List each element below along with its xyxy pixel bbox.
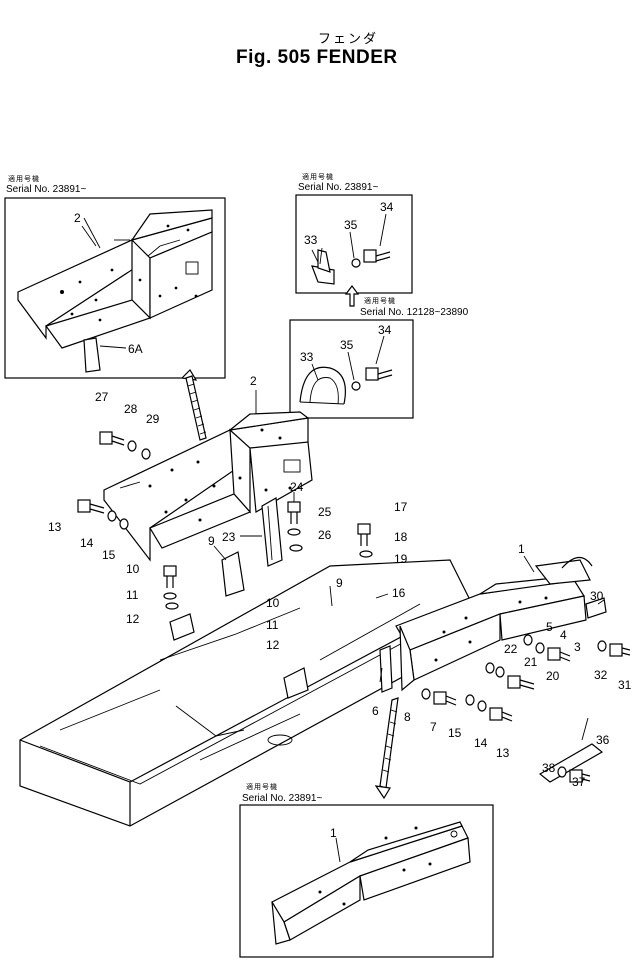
inset-frame-top-left bbox=[4, 197, 226, 379]
callout-33-lower: 33 bbox=[300, 350, 314, 364]
fastener-31-32 bbox=[597, 640, 631, 657]
inset-top-right-lower-applicable: 適用号機 bbox=[364, 298, 396, 305]
callout-14-left: 14 bbox=[80, 536, 94, 550]
inset-bottom-applicable: 適用号機 bbox=[246, 784, 278, 791]
callout-10-right: 10 bbox=[266, 596, 280, 610]
inset-frame-top-right-lower bbox=[289, 319, 414, 419]
callout-22: 22 bbox=[504, 642, 518, 656]
callout-18: 18 bbox=[394, 530, 408, 544]
inset-top-left-applicable: 適用号機 bbox=[8, 176, 40, 183]
callout-16: 16 bbox=[392, 586, 406, 600]
page-title: Fig. 505 FENDER bbox=[236, 47, 398, 68]
callout-14-right: 14 bbox=[474, 736, 488, 750]
callout-30: 30 bbox=[590, 589, 604, 603]
callout-12-left: 12 bbox=[126, 612, 140, 626]
bracket-23 bbox=[261, 497, 283, 567]
callout-1-inset: 1 bbox=[330, 826, 337, 840]
callout-11-left: 11 bbox=[126, 588, 139, 602]
callout-32: 32 bbox=[594, 668, 608, 682]
callout-15-right: 15 bbox=[448, 726, 462, 740]
cover-36 bbox=[538, 743, 604, 783]
callout-34-upper: 34 bbox=[380, 200, 394, 214]
callout-24: 24 bbox=[290, 480, 304, 494]
bracket-9-left bbox=[221, 551, 245, 597]
fastener-27-28-29 bbox=[99, 431, 151, 460]
callout-21: 21 bbox=[524, 655, 538, 669]
callout-11-right: 11 bbox=[266, 618, 279, 632]
title-japanese: フェンダ bbox=[318, 31, 379, 46]
callout-20: 20 bbox=[546, 669, 560, 683]
callout-leaders bbox=[81, 225, 605, 863]
inset-top-right-lower-bracket bbox=[299, 366, 393, 405]
fastener-20-21-22 bbox=[485, 662, 535, 690]
callout-10-left: 10 bbox=[126, 562, 140, 576]
main-frame bbox=[19, 559, 471, 827]
inset-top-right-upper-bracket bbox=[311, 213, 391, 285]
callout-9-left: 9 bbox=[208, 534, 215, 548]
inset-top-left-serial: Serial No. 23891~ bbox=[6, 184, 87, 195]
callout-13-left: 13 bbox=[48, 520, 62, 534]
callout-8: 8 bbox=[404, 710, 411, 724]
inset-frame-bottom bbox=[239, 804, 494, 958]
callout-35-lower: 35 bbox=[340, 338, 354, 352]
callout-15-left: 15 bbox=[102, 548, 116, 562]
callout-2-inset: 2 bbox=[74, 211, 81, 225]
fastener-24-25-26 bbox=[287, 501, 303, 552]
hatched-leader-right bbox=[374, 697, 399, 800]
callout-4: 4 bbox=[560, 628, 567, 642]
fastener-7-8 bbox=[421, 688, 457, 706]
pad-30 bbox=[585, 597, 607, 619]
callout-31: 31 bbox=[618, 678, 632, 692]
callout-34-lower: 34 bbox=[378, 323, 392, 337]
inset-top-right-upper-applicable: 適用号機 bbox=[302, 174, 334, 181]
hatched-leader-left bbox=[180, 369, 207, 441]
callout-19: 19 bbox=[394, 552, 408, 566]
inset-top-right-lower-serial: Serial No. 12128~23890 bbox=[360, 307, 469, 318]
fastener-13-14-15-left bbox=[77, 499, 129, 530]
callout-29: 29 bbox=[146, 412, 160, 426]
inset-top-left-fender bbox=[17, 209, 213, 373]
callout-35-upper: 35 bbox=[344, 218, 358, 232]
callout-5: 5 bbox=[546, 620, 553, 634]
callout-37: 37 bbox=[572, 775, 586, 789]
callout-33-upper: 33 bbox=[304, 233, 318, 247]
fastener-13-14-15-right bbox=[465, 694, 513, 722]
callout-1-main: 1 bbox=[518, 542, 525, 556]
callout-28: 28 bbox=[124, 402, 138, 416]
main-fender-left bbox=[103, 411, 313, 562]
callout-12-right: 12 bbox=[266, 638, 280, 652]
callout-38: 38 bbox=[542, 761, 556, 775]
inset-bottom-serial: Serial No. 23891~ bbox=[242, 793, 323, 804]
fastener-37-38 bbox=[557, 766, 591, 783]
callout-25: 25 bbox=[318, 505, 332, 519]
callout-3: 3 bbox=[574, 640, 581, 654]
callout-23: 23 bbox=[222, 530, 236, 544]
callout-6: 6 bbox=[372, 704, 379, 718]
up-arrow-icon bbox=[344, 285, 360, 307]
callout-26: 26 bbox=[318, 528, 332, 542]
callout-2-main: 2 bbox=[250, 374, 257, 388]
callout-6a: 6A bbox=[128, 342, 143, 356]
callout-7: 7 bbox=[430, 720, 437, 734]
inset-bottom-fender bbox=[271, 821, 471, 945]
callout-9-right: 9 bbox=[336, 576, 343, 590]
callout-13-right: 13 bbox=[496, 746, 510, 760]
main-fender-right bbox=[379, 556, 593, 693]
inset-top-right-upper-serial: Serial No. 23891~ bbox=[298, 182, 379, 193]
callout-36: 36 bbox=[596, 733, 610, 747]
callout-27: 27 bbox=[95, 390, 109, 404]
fastener-3-4-5 bbox=[523, 634, 571, 662]
callout-17: 17 bbox=[394, 500, 408, 514]
fastener-10-11-12-left bbox=[163, 565, 179, 610]
